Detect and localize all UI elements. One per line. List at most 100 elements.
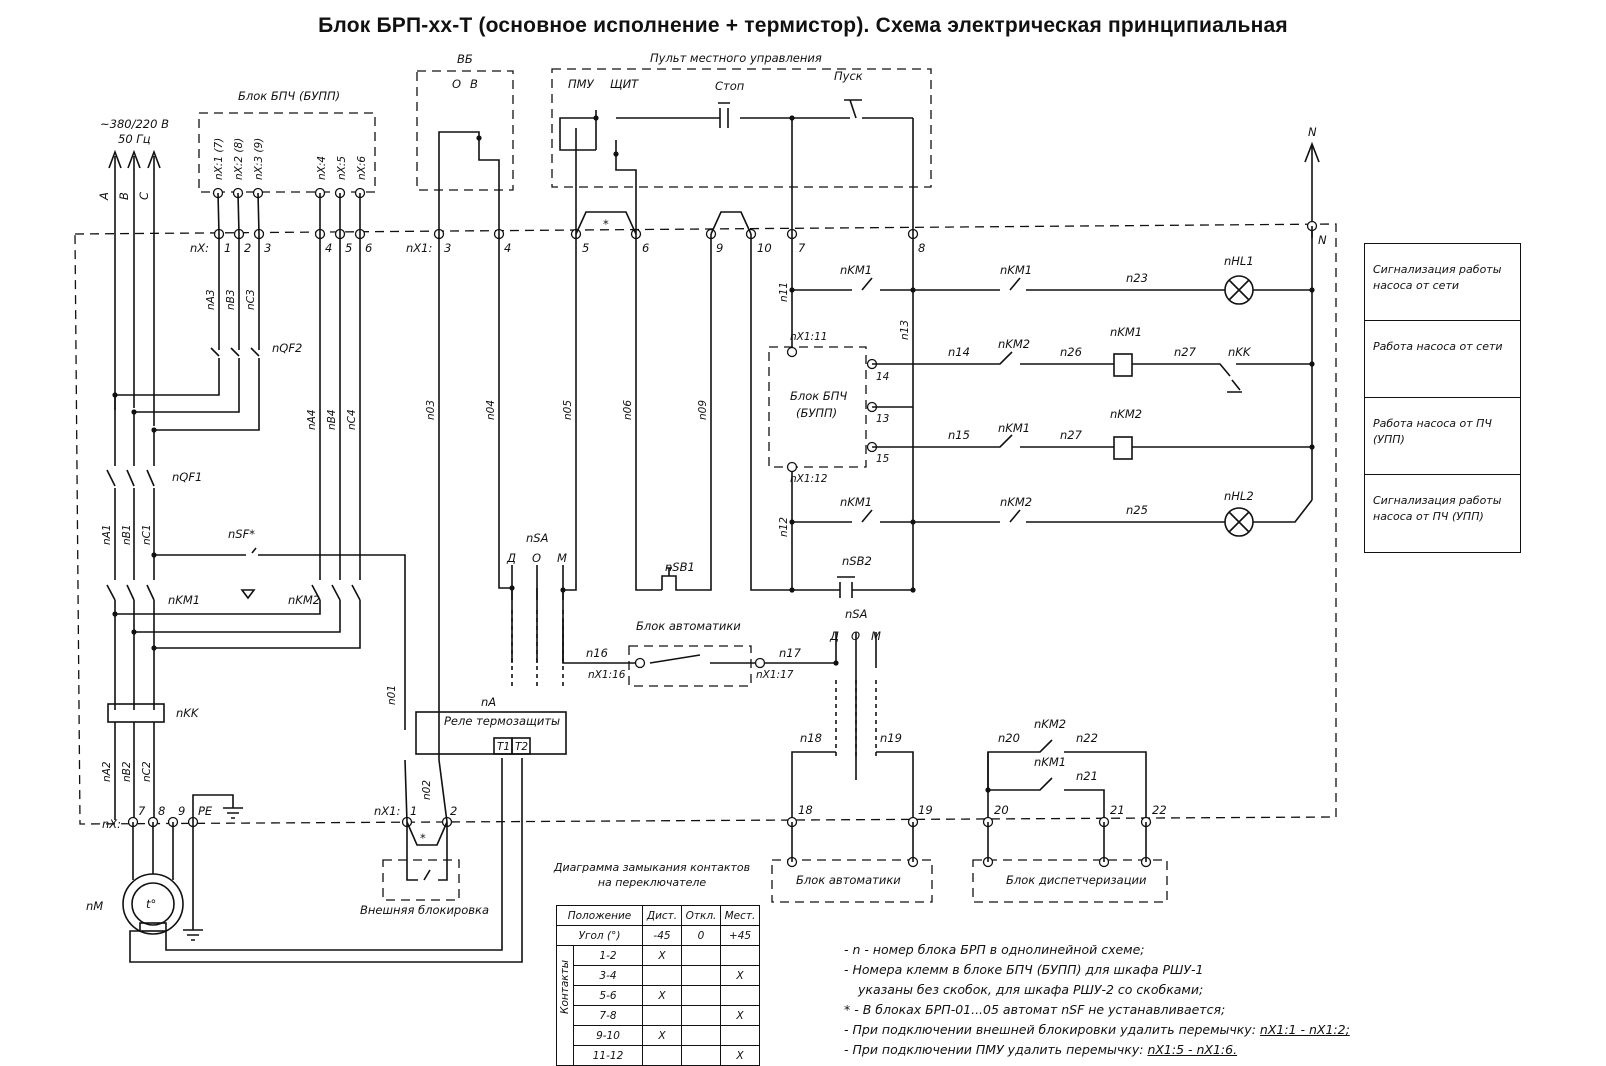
page-title: Блок БРП-хх-Т (основное исполнение + тер… [318, 14, 1288, 37]
cd-row-contact: 1-2 [573, 945, 643, 966]
rung1-nkm1-b: nKM1 [1000, 263, 1032, 277]
contact-diagram-title: Диаграмма замыкания контактов на переклю… [553, 861, 751, 889]
nkm2-power-label: nKM2 [288, 593, 320, 607]
bottom-nx-8: 8 [158, 804, 165, 818]
bpch-mid-label-2: (БУПП) [796, 406, 837, 420]
top-terminal-5: nX:5 [336, 156, 348, 180]
note-5: - При подключении внешней блокировки уда… [844, 1020, 1350, 1040]
nsb1-label: nSB1 [665, 560, 695, 574]
nx1-num-8: 8 [918, 241, 925, 255]
nsa-top-m: М [557, 551, 567, 565]
nhl1-label: nHL1 [1224, 254, 1254, 268]
phase-c: C [137, 192, 151, 200]
svg-text:nB2: nB2 [121, 761, 133, 782]
neutral-term-label: N [1318, 233, 1327, 247]
local-control-panel-box [551, 68, 932, 188]
wire-n27: n27 [1174, 345, 1197, 359]
term-22: 22 [1152, 803, 1167, 817]
note-6-jumper: nX1:5 - nX1:6. [1147, 1042, 1238, 1057]
cd-row-o [681, 1025, 721, 1046]
coil-nkm2: nKM2 [1110, 407, 1142, 421]
dispatch-label: Блок диспетчеризации [1006, 873, 1147, 887]
bottom-nx-7: 7 [138, 804, 146, 818]
svg-text:nA3: nA3 [205, 289, 217, 310]
svg-text:n04: n04 [485, 400, 497, 420]
nx1-label: nX1: [406, 241, 432, 255]
svg-text:n11: n11 [778, 282, 790, 302]
pmu-label: ПМУ [568, 77, 595, 91]
nx-num-3: 3 [264, 241, 271, 255]
nkk-power-label: nKK [176, 706, 200, 720]
cd-group-cell: Контакты [556, 945, 574, 1066]
nx1-11-label: nX1:11 [790, 331, 827, 343]
cd-angle-label: Угол (°) [556, 925, 643, 946]
nsa-bottom-m: М [871, 629, 881, 643]
bpch-term-15: 15 [876, 453, 890, 465]
rung4-nkm2: nKM2 [1000, 495, 1032, 509]
svg-text:n02: n02 [421, 780, 433, 800]
relay-na-label: nA [481, 695, 496, 709]
top-terminal-1: nX:1 (7) [213, 138, 225, 180]
automation-top-box [628, 645, 752, 687]
top-terminal-6: nX:6 [356, 156, 368, 180]
note-3: указаны без скобок, для шкафа РШУ-2 со с… [858, 982, 1204, 997]
contact-diagram-table: Положение Дист. Откл. Мест. Угол (°) -45… [556, 905, 760, 1066]
bpch-top-label: Блок БПЧ (БУПП) [238, 89, 340, 103]
coil-nkm1: nKM1 [1110, 325, 1142, 339]
nqf2-label: nQF2 [272, 341, 302, 355]
nx-num-2: 2 [244, 241, 251, 255]
stop-label: Стоп [715, 79, 745, 93]
cd-row-o [681, 945, 721, 966]
svg-text:n05: n05 [562, 400, 574, 420]
pmu-jumper-star: * [603, 217, 609, 231]
nx-num-5: 5 [345, 241, 352, 255]
bpch-term-14: 14 [876, 371, 889, 383]
ext-block-label: Внешняя блокировка [360, 903, 489, 917]
cd-header-local: Мест. [720, 905, 760, 926]
legend-item-3: Работа насоса от ПЧ (УПП) [1365, 398, 1520, 475]
nx-label: nX: [190, 241, 209, 255]
svg-text:n13: n13 [899, 320, 911, 340]
svg-text:nB3: nB3 [225, 289, 237, 310]
nx1-num-3: 3 [444, 241, 451, 255]
top-terminal-3: nX:3 (9) [253, 138, 265, 180]
cd-row-m: X [720, 1005, 760, 1026]
bpch-middle-box [768, 346, 867, 468]
top-terminal-2: nX:2 (8) [233, 138, 245, 180]
panel-label: Пульт местного управления [650, 51, 822, 65]
bottom-nx1-2: 2 [450, 804, 457, 818]
svg-text:n06: n06 [622, 400, 634, 420]
svg-text:n03: n03 [425, 400, 437, 420]
top-wiring [115, 99, 914, 730]
nx-num-4: 4 [325, 241, 332, 255]
dispatch-box [972, 859, 1168, 903]
nkm1-power-label: nKM1 [168, 593, 200, 607]
wire-n23: n23 [1126, 271, 1148, 285]
svg-text:nB1: nB1 [121, 524, 133, 545]
cd-angle-m: +45 [720, 925, 760, 946]
cd-row-contact: 7-8 [573, 1005, 643, 1026]
shchit-label: ЩИТ [610, 77, 639, 91]
cd-row-contact: 5-6 [573, 985, 643, 1006]
term-20: 20 [994, 803, 1009, 817]
notes-block: - n - номер блока БРП в однолинейной схе… [844, 940, 1350, 1060]
wire-n19: n19 [880, 731, 902, 745]
nx1-num-9: 9 [716, 241, 723, 255]
cd-row-o [681, 1045, 721, 1066]
nsa-top-d: Д [506, 551, 516, 565]
legend-item-4: Сигнализация работы насоса от ПЧ (УПП) [1373, 494, 1502, 523]
nx1-17-label: nX1:17 [756, 669, 794, 681]
wire-n17: n17 [779, 646, 802, 660]
bpch-term-13: 13 [876, 413, 889, 425]
svg-text:nC4: nC4 [346, 409, 358, 430]
cd-row-m [720, 985, 760, 1006]
vb-label: ВБ [457, 52, 473, 66]
pusk-label: Пуск [834, 69, 863, 83]
cd-header-off: Откл. [681, 905, 721, 926]
nsa-top-label: nSA [526, 531, 549, 545]
automation-bottom-box [771, 859, 933, 903]
cd-header-position: Положение [556, 905, 643, 926]
note-6-text: - При подключении ПМУ удалить перемычку: [844, 1042, 1148, 1057]
wire-n15: n15 [948, 428, 970, 442]
